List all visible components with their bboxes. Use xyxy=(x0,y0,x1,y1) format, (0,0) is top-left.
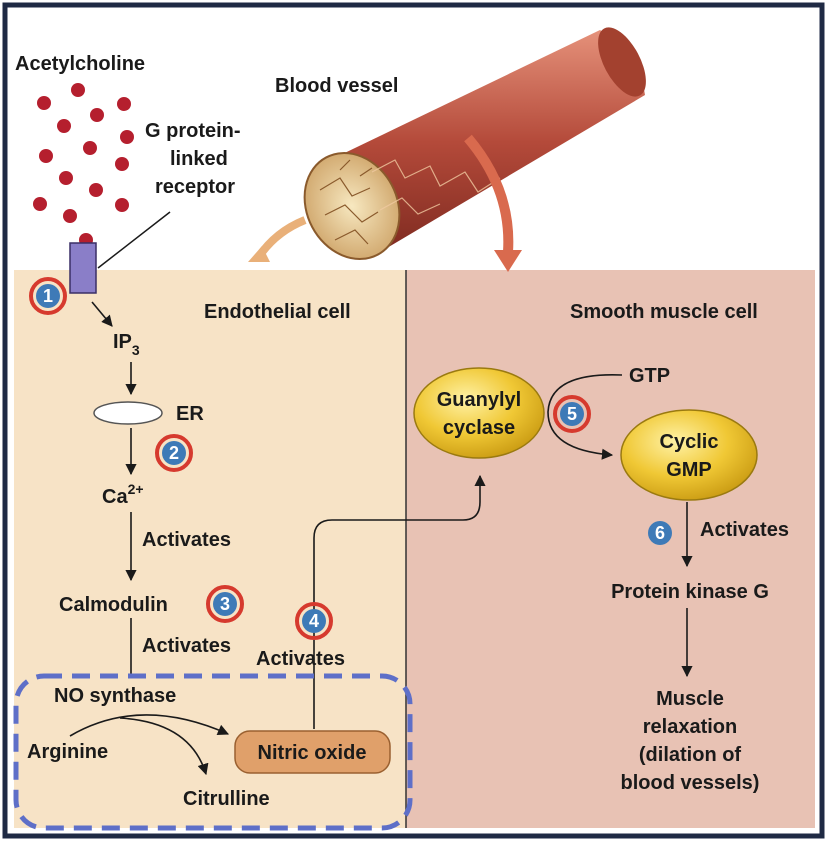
step-marker-5: 5 xyxy=(553,395,591,433)
activates-label-3: Activates xyxy=(256,648,345,670)
svg-text:1: 1 xyxy=(43,286,53,306)
vessel-arrow-right-head xyxy=(494,250,522,272)
blood-vessel-label: Blood vessel xyxy=(275,75,398,97)
nitric-oxide-label: Nitric oxide xyxy=(258,742,367,764)
smooth-muscle-cell-label: Smooth muscle cell xyxy=(570,301,758,323)
gtp-label: GTP xyxy=(629,365,670,387)
svg-text:2: 2 xyxy=(169,443,179,463)
smooth-muscle-cell-region xyxy=(406,270,815,828)
relaxation-label-line1: Muscle xyxy=(656,688,724,710)
calcium-label: Ca2+ xyxy=(102,481,144,508)
activates-label-1: Activates xyxy=(142,529,231,551)
svg-text:3: 3 xyxy=(220,594,230,614)
relaxation-label-line2: relaxation xyxy=(643,716,737,738)
acetylcholine-molecules xyxy=(33,83,134,247)
er-organelle xyxy=(93,401,163,425)
nitric-oxide-box xyxy=(234,730,391,774)
step-marker-3: 3 xyxy=(206,585,244,623)
step-marker-6: 6 xyxy=(648,521,672,545)
vessel-far-end xyxy=(598,27,646,97)
step-marker-1: 1 xyxy=(29,277,67,315)
activates-label-6: Activates xyxy=(700,519,789,541)
arrow-arginine-to-citrulline xyxy=(119,717,209,776)
svg-text:6: 6 xyxy=(655,523,665,543)
arginine-label: Arginine xyxy=(27,741,108,763)
activates-label-2: Activates xyxy=(142,635,231,657)
er-label: ER xyxy=(176,403,204,425)
vessel-arrow-right xyxy=(464,134,514,253)
vessel-arrow-left-head xyxy=(248,246,270,262)
receptor-label-line1: G protein- xyxy=(145,120,241,142)
protein-kinase-g-label: Protein kinase G xyxy=(611,581,769,603)
arrow-receptor-to-ip3 xyxy=(91,301,113,327)
cyclic-gmp-label-line2: GMP xyxy=(666,459,712,481)
guanylyl-cyclase-label-line1: Guanylyl xyxy=(437,389,521,411)
citrulline-label: Citrulline xyxy=(183,788,270,810)
blood-vessel-illustration xyxy=(248,27,646,272)
receptor-pointer-line xyxy=(97,211,171,269)
g-protein-receptor xyxy=(69,242,97,294)
receptor-label-line2: linked xyxy=(170,148,228,170)
vessel-endothelium-texture xyxy=(371,159,501,215)
vessel-lumen xyxy=(303,152,401,260)
svg-text:5: 5 xyxy=(567,404,577,424)
cyclic-gmp-molecule xyxy=(620,409,758,501)
arrow-nitric-oxide-to-guanylyl-cyclase xyxy=(313,474,486,729)
step-marker-4: 4 xyxy=(295,602,333,640)
vessel-lumen-texture xyxy=(319,159,379,245)
cyclic-gmp-label-line1: Cyclic xyxy=(660,431,719,453)
endothelial-cell-label: Endothelial cell xyxy=(204,301,351,323)
no-synthase-label: NO synthase xyxy=(54,685,176,707)
guanylyl-cyclase-enzyme xyxy=(413,367,545,459)
acetylcholine-label: Acetylcholine xyxy=(15,53,145,75)
svg-text:4: 4 xyxy=(309,611,319,631)
calmodulin-label: Calmodulin xyxy=(59,594,168,616)
vessel-body xyxy=(330,30,645,255)
arrow-gtp-to-cyclic-gmp xyxy=(547,374,623,460)
relaxation-label-line3: (dilation of xyxy=(639,744,742,766)
receptor-label-line3: receptor xyxy=(155,176,235,198)
step-marker-2: 2 xyxy=(155,434,193,472)
no-synthase-highlight-box xyxy=(13,673,413,831)
guanylyl-cyclase-label-line2: cyclase xyxy=(443,417,515,439)
arrow-arginine-to-nitric-oxide xyxy=(69,714,230,737)
relaxation-label-line4: blood vessels) xyxy=(621,772,760,794)
ip3-label: IP3 xyxy=(113,331,140,358)
